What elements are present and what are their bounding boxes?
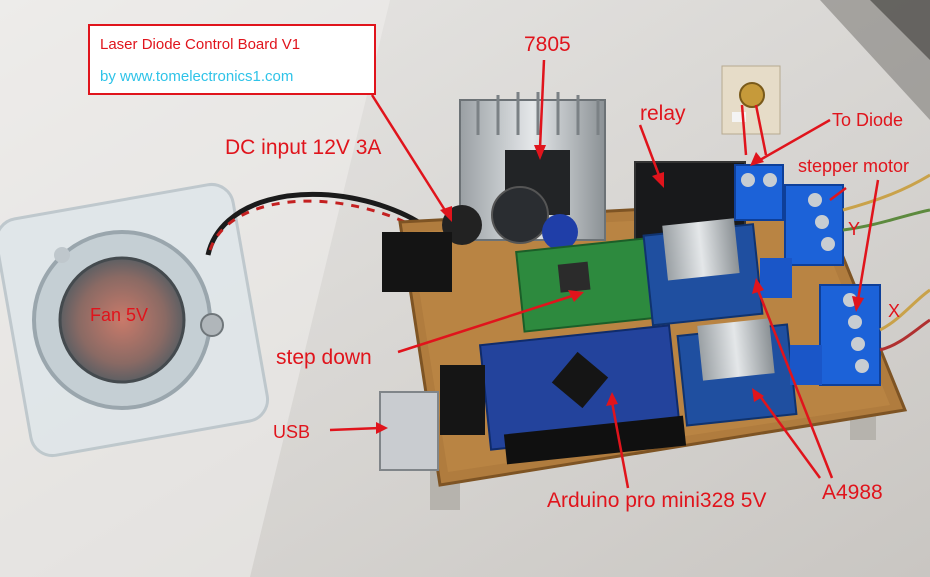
to-diode-label: To Diode [832, 110, 904, 130]
a4988-driver-top [642, 218, 764, 327]
stepper-motor-label: stepper motor [798, 156, 910, 176]
arduino-board [478, 324, 687, 465]
a4988-label: A4988 [822, 481, 883, 504]
dc-input-label: DC input 12V 3A [225, 136, 382, 159]
relay-label: relay [640, 102, 686, 125]
title-box: Laser Diode Control Board V1 by www.tome… [88, 24, 376, 95]
fan-label: Fan 5V [90, 305, 149, 325]
annotation-arrows [329, 59, 880, 489]
step-down-label: step down [276, 346, 372, 369]
dc-jack [382, 232, 452, 292]
usb-adapter [379, 391, 439, 471]
author-url: by www.tomelectronics1.com [100, 68, 294, 85]
a4988-driver-bottom [676, 318, 798, 427]
arduino-label: Arduino pro mini328 5V [547, 489, 767, 512]
board-title: Laser Diode Control Board V1 [100, 36, 301, 53]
cooling-fan [0, 182, 270, 458]
axis-y-label: Y [848, 219, 861, 239]
axis-x-label: X [888, 301, 901, 321]
laser-diode-inset [721, 65, 781, 135]
regulator-label: 7805 [524, 33, 571, 56]
usb-label: USB [273, 422, 311, 442]
